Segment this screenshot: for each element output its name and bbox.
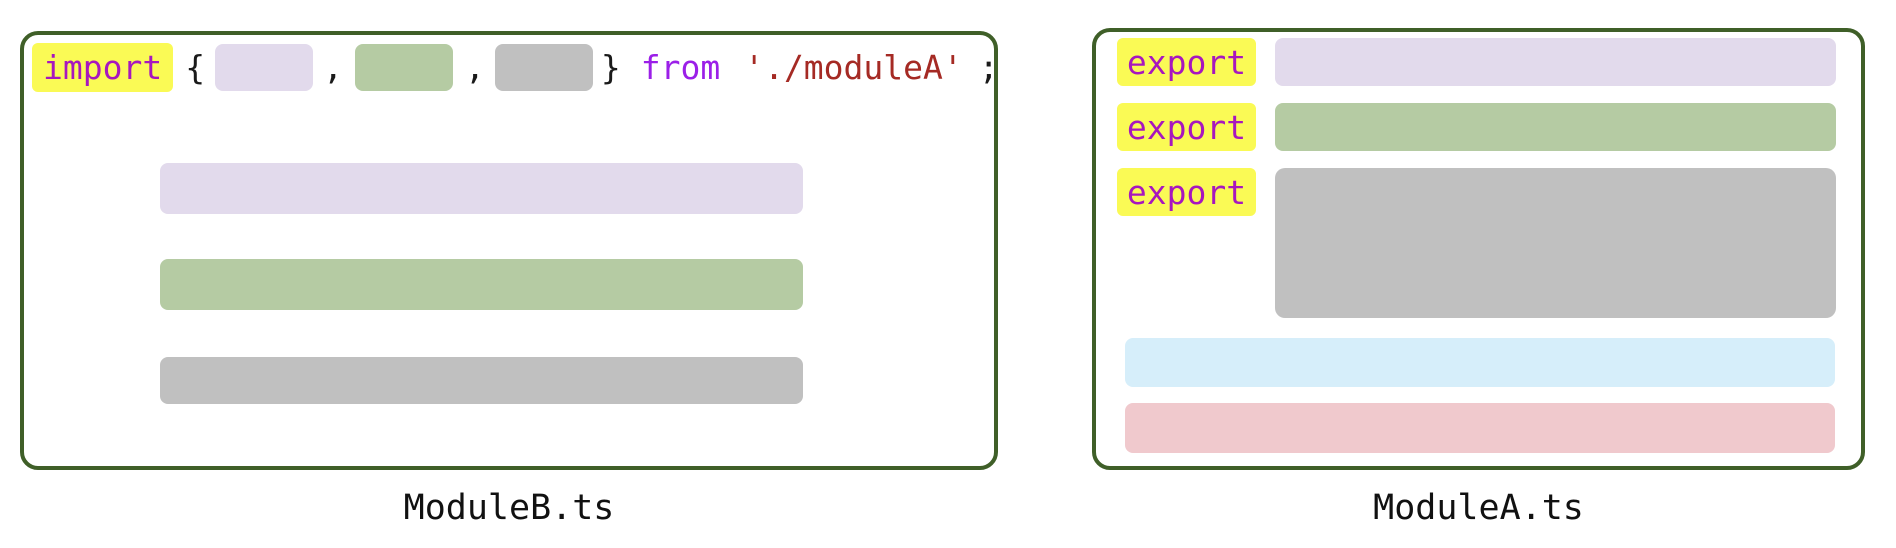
import-statement: import { , , } from './moduleA' ;	[32, 43, 999, 92]
export-keyword-highlight-1: export	[1117, 38, 1256, 86]
comma-2: ,	[464, 48, 485, 87]
imported-member-green-chip	[354, 44, 453, 91]
export-keyword-highlight-2: export	[1117, 103, 1256, 151]
private-member-pink-bar	[1125, 403, 1835, 453]
private-member-blue-bar	[1125, 338, 1835, 387]
imported-member-lavender-chip	[215, 44, 314, 91]
exported-member-gray-block	[1275, 168, 1836, 318]
export-keyword-highlight-3: export	[1117, 168, 1256, 216]
from-keyword: from	[640, 48, 721, 87]
imported-member-gray-chip	[494, 44, 593, 91]
usage-bar-green	[160, 259, 803, 310]
module-b-caption: ModuleB.ts	[403, 488, 615, 528]
usage-bar-lavender	[160, 163, 803, 214]
comma-1: ,	[323, 48, 343, 87]
close-brace: }	[600, 48, 621, 87]
module-path-string: './moduleA'	[744, 48, 963, 87]
open-brace: {	[185, 48, 206, 87]
module-b-box: import { , , } from './moduleA' ;	[20, 31, 999, 470]
exported-member-green-bar	[1275, 103, 1836, 151]
import-keyword-highlight: import	[32, 43, 174, 92]
module-a-box: export export export	[1092, 28, 1865, 470]
semicolon: ;	[978, 48, 999, 87]
usage-bar-gray	[160, 357, 803, 404]
exported-member-lavender-bar	[1275, 38, 1836, 86]
module-a-caption: ModuleA.ts	[1373, 488, 1584, 528]
